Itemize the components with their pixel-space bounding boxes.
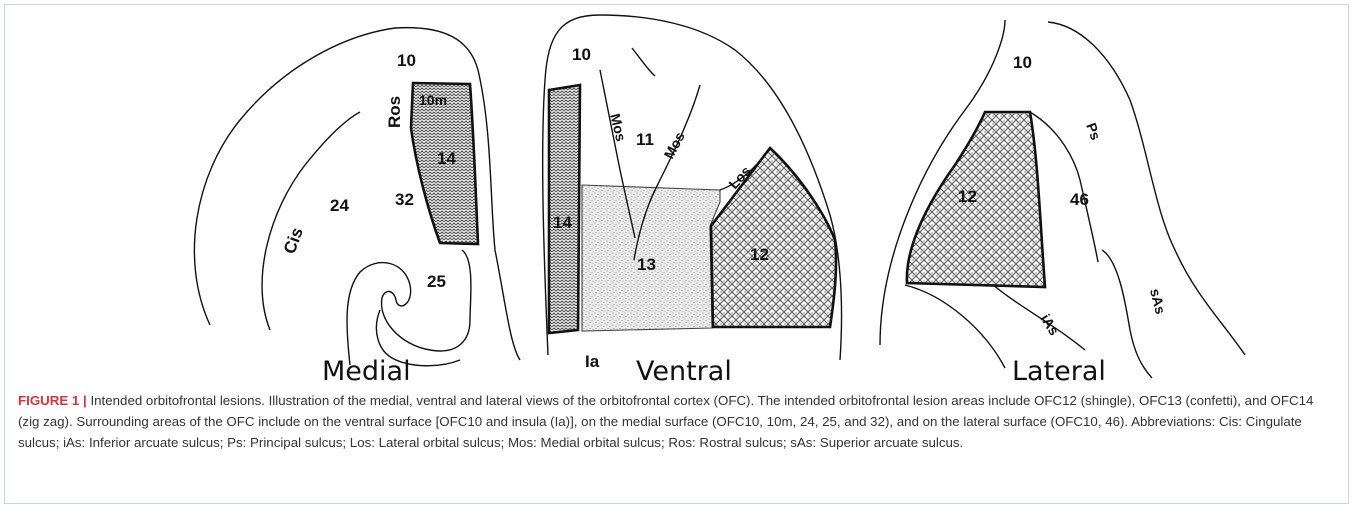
ventral-label-ia: Ia [585, 352, 600, 371]
medial-label-32: 32 [395, 190, 414, 209]
lateral-frontal-contour [1048, 22, 1245, 355]
ventral-label-10: 10 [572, 45, 591, 64]
medial-view: 10 10m Ros 14 Cis 24 32 25 Medial [194, 28, 520, 387]
ventral-view: 10 Mos 11 Mos Los 14 13 12 Ia Ventral [543, 15, 842, 387]
medial-cingulate-line [262, 112, 360, 330]
lateral-superior-arcuate-sulcus [1102, 250, 1152, 378]
ventral-label-11: 11 [636, 130, 654, 149]
caption-separator: | [83, 393, 87, 408]
lateral-label-ias: iAs [1037, 311, 1062, 338]
lateral-label-46: 46 [1070, 190, 1089, 209]
medial-label-10: 10 [397, 51, 416, 70]
ventral-top-notch [632, 48, 655, 76]
ventral-view-title: Ventral [636, 356, 732, 387]
lateral-label-10: 10 [1013, 53, 1032, 72]
ventral-area-12-lesion [711, 148, 836, 327]
medial-inner-contour [347, 250, 471, 365]
ventral-label-mos-lateral: Mos [661, 129, 688, 161]
lateral-view-title: Lateral [1012, 356, 1106, 387]
lateral-label-12: 12 [958, 187, 977, 206]
ventral-area-14-lesion [549, 85, 580, 333]
ventral-label-12: 12 [750, 245, 769, 264]
ventral-label-14: 14 [553, 213, 572, 232]
medial-label-24: 24 [330, 196, 349, 215]
caption-text: Intended orbitofrontal lesions. Illustra… [18, 393, 1313, 450]
figure-caption: FIGURE 1 | Intended orbitofrontal lesion… [18, 390, 1336, 453]
ventral-label-13: 13 [637, 255, 656, 274]
medial-label-25: 25 [427, 272, 446, 291]
medial-label-10m: 10m [419, 92, 447, 108]
lateral-inferior-arcuate-sulcus [985, 278, 1085, 350]
medial-label-ros: Ros [385, 96, 404, 128]
lateral-lower-contour [905, 285, 1005, 368]
lateral-label-sas: sAs [1147, 287, 1169, 316]
lateral-view: 10 Ps 46 12 sAs iAs Lateral [880, 20, 1245, 387]
medial-label-cis: Cis [280, 225, 307, 256]
ventral-label-mos-medial: Mos [607, 112, 629, 143]
figure-id: FIGURE 1 [18, 393, 79, 408]
medial-view-title: Medial [322, 356, 411, 387]
figure-drawing: 10 10m Ros 14 Cis 24 32 25 Medial 10 Mos… [0, 0, 1355, 390]
lateral-label-ps: Ps [1083, 121, 1104, 143]
medial-label-14: 14 [437, 149, 456, 168]
